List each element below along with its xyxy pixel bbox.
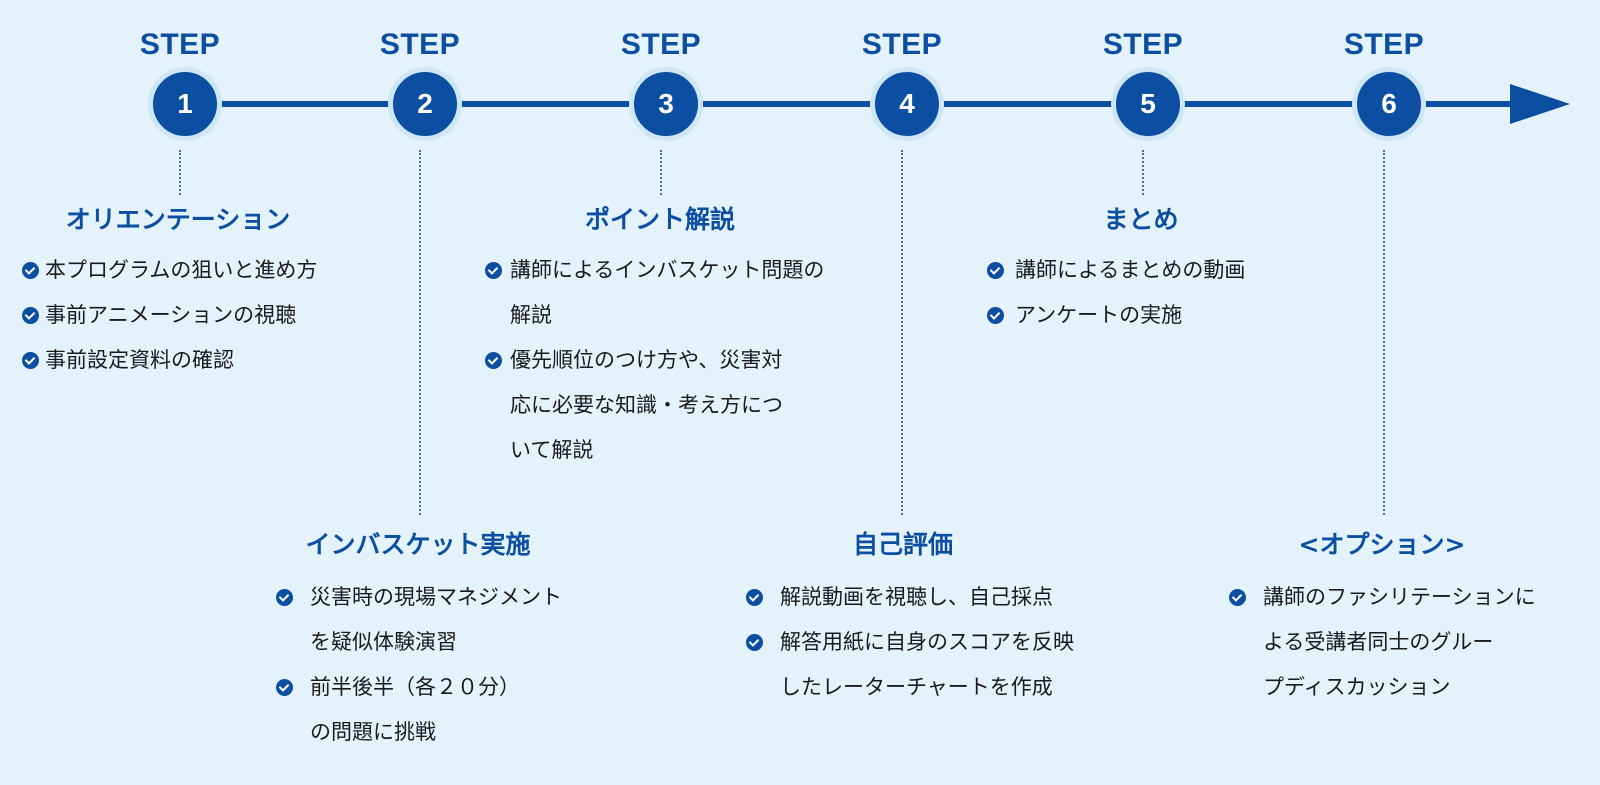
list-item-line: 本プログラムの狙いと進め方 [45,258,318,282]
list-item-line: 事前設定資料の確認 [45,348,234,372]
list-item-line: 講師のファシリテーションに [1263,585,1536,609]
list-item-line: を疑似体験演習 [310,630,457,654]
check-circle-icon [746,634,763,651]
list-item: 解答用紙に自身のスコアを反映したレーターチャートを作成 [780,620,1074,710]
step-title: インバスケット実施 [305,530,531,559]
step-label: STEP [1102,28,1184,61]
list-item: 災害時の現場マネジメントを疑似体験演習 [310,575,562,665]
list-item: 前半後半（各２０分） の問題に挑戦 [310,665,520,755]
step-number-badge-5: 5 [1111,67,1185,141]
dotted-connector [1383,150,1385,515]
step-number-badge-2: 2 [388,67,462,141]
step-label: STEP [379,28,461,61]
step-label: STEP [139,28,221,61]
dotted-connector [901,150,903,515]
list-item-line: 解答用紙に自身のスコアを反映 [780,630,1074,654]
timeline-line [180,101,1510,107]
check-circle-icon [276,589,293,606]
list-item-line: 災害時の現場マネジメント [310,585,562,609]
list-item: 本プログラムの狙いと進め方 [45,248,317,293]
check-circle-icon [276,679,293,696]
list-item: 講師によるまとめの動画 [1015,248,1245,293]
arrow-right-icon [1510,84,1570,124]
check-circle-icon [987,307,1004,324]
step-title: <オプション> [1298,530,1466,559]
list-item-line: プディスカッション [1263,675,1451,699]
check-circle-icon [1229,589,1246,606]
list-item-line: 応に必要な知識・考え方につ [510,393,783,417]
step-title: まとめ [1103,205,1179,234]
list-item: 講師のファシリテーションによる受講者同士のグループディスカッション [1263,575,1536,710]
list-item-line: 事前アニメーションの視聴 [45,303,297,327]
step-number-badge-6: 6 [1352,67,1426,141]
check-circle-icon [485,352,502,369]
list-item: 事前設定資料の確認 [45,338,234,383]
list-item-line: 講師によるまとめの動画 [1015,258,1246,282]
step-label: STEP [1343,28,1425,61]
list-item-line: 解説 [510,303,552,327]
step-number-badge-4: 4 [870,67,944,141]
check-circle-icon [22,307,39,324]
step-label: STEP [620,28,702,61]
list-item: 解説動画を視聴し、自己採点 [780,575,1053,620]
step-number-badge-3: 3 [629,67,703,141]
list-item-line: 優先順位のつけ方や、災害対 [510,348,783,372]
list-item: アンケートの実施 [1015,293,1182,338]
list-item-line: したレーターチャートを作成 [780,675,1053,699]
step-title: ポイント解説 [584,205,736,234]
list-item: 事前アニメーションの視聴 [45,293,296,338]
list-item-line: よる受講者同士のグルー [1263,630,1494,654]
list-item: 優先順位のつけ方や、災害対応に必要な知識・考え方について解説 [510,338,783,473]
list-item-line: いて解説 [510,438,594,462]
check-circle-icon [22,262,39,279]
list-item-line: 解説動画を視聴し、自己採点 [780,585,1053,609]
check-circle-icon [485,262,502,279]
step-title: オリエンテーション [65,205,291,234]
check-circle-icon [746,589,763,606]
list-item-line: アンケートの実施 [1015,303,1183,327]
list-item-line: の問題に挑戦 [310,720,436,744]
list-item-line: 講師によるインバスケット問題の [510,258,825,282]
check-circle-icon [22,352,39,369]
dotted-connector [179,150,181,195]
list-item-line: 前半後半（各２０分） [310,675,520,699]
step-title: 自己評価 [852,530,954,559]
step-number-badge-1: 1 [148,67,222,141]
dotted-connector [1142,150,1144,195]
check-circle-icon [987,262,1004,279]
step-label: STEP [861,28,943,61]
dotted-connector [419,150,421,515]
list-item: 講師によるインバスケット問題の解説 [510,248,824,338]
dotted-connector [660,150,662,195]
